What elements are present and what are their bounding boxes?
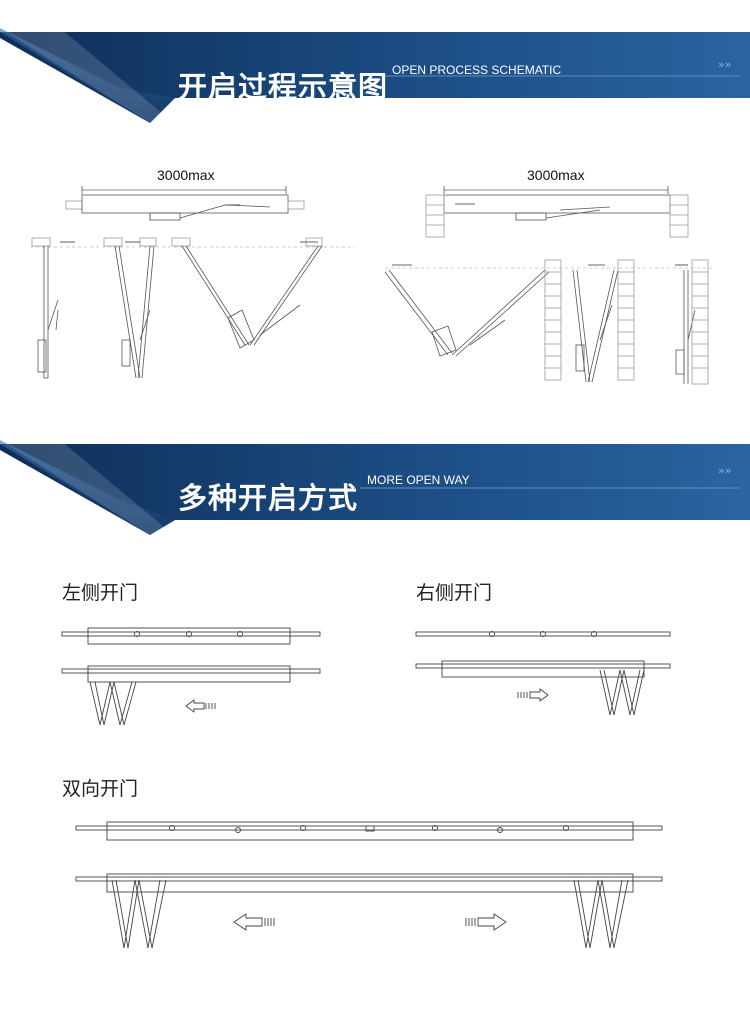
section-title: 多种开启方式 [178,481,359,515]
dimension-label-right: 3000max [527,167,585,183]
section-banner-more-open-way: 多种开启方式 MORE OPEN WAY »» [0,440,750,540]
section-title: 开启过程示意图 [178,70,389,104]
section-banner-open-process: 开启过程示意图 OPEN PROCESS SCHEMATIC »» [0,28,750,128]
section-subtitle: OPEN PROCESS SCHEMATIC [392,63,562,77]
chevron-icon: »» [718,58,732,71]
dimension-label-left: 3000max [157,167,215,183]
banner-background [0,28,750,123]
chevron-icon: »» [718,464,732,477]
banner-background [0,440,750,535]
section-subtitle: MORE OPEN WAY [367,473,470,487]
open-process-schematic-drawing [30,186,712,385]
mode-label-left-open: 左侧开门 [62,582,139,604]
mode-label-right-open: 右侧开门 [416,582,493,604]
mode-label-double-open: 双向开门 [62,778,139,800]
